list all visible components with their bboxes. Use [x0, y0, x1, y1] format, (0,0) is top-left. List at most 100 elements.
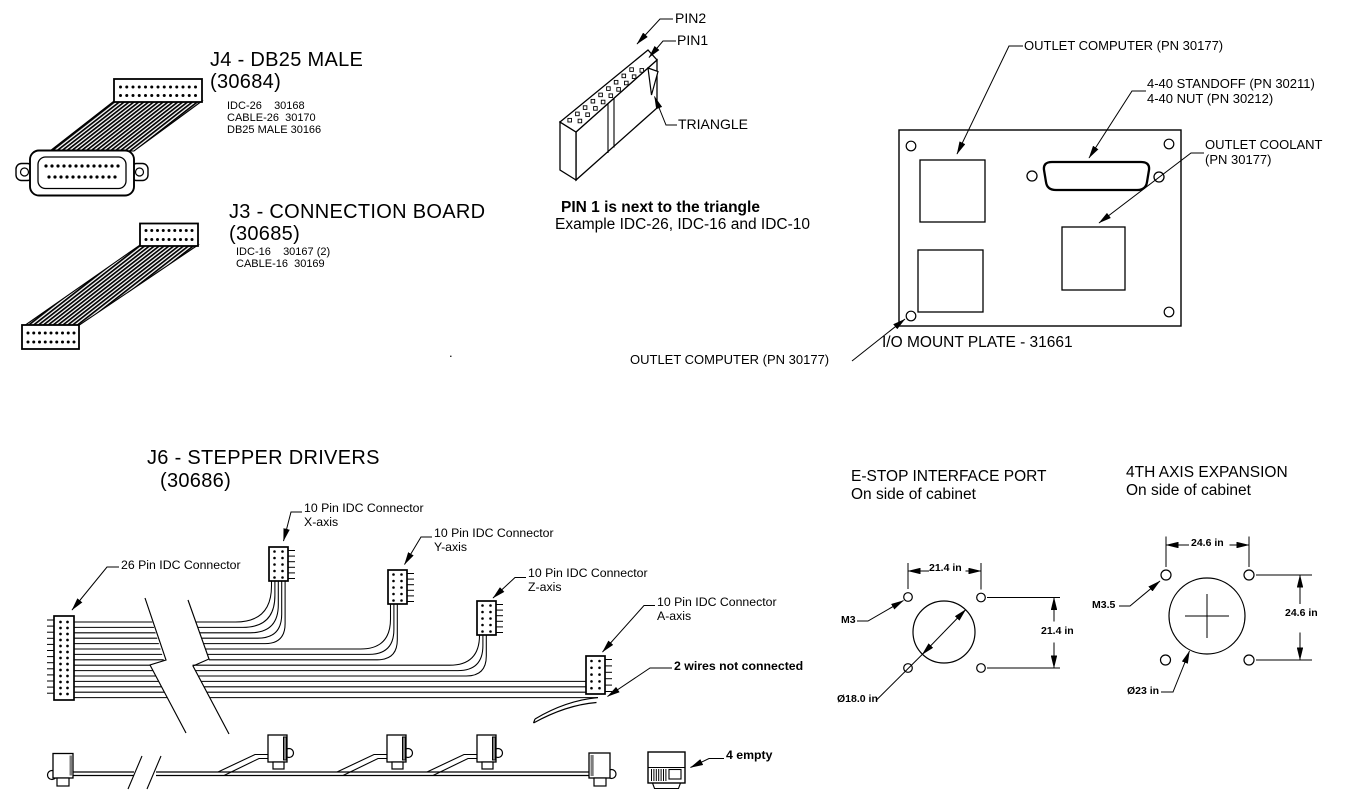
idc10-connector-z	[476, 600, 497, 636]
estop-dim-horizontal: 21.4 in	[929, 562, 962, 574]
estop-thread-leader	[857, 600, 904, 622]
estop-title: E-STOP INTERFACE PORT	[851, 468, 1047, 485]
j3-part-line: IDC-16 30167 (2)	[236, 246, 331, 258]
y-axis-leader	[404, 536, 432, 565]
outlet-cutout-right	[1061, 226, 1126, 291]
outlet-cutout-lower-left	[917, 249, 984, 313]
idc26-connector	[53, 615, 75, 701]
j4-title: J4 - DB25 MALE	[210, 49, 364, 71]
iso-key-slot	[607, 98, 615, 153]
pin-detail-leaders	[636, 18, 677, 126]
estop-hole-br	[976, 663, 986, 673]
j3-title: J3 - CONNECTION BOARD	[229, 201, 486, 223]
axis4-hole-bl	[1159, 654, 1172, 666]
axis4-bore-circle	[1168, 577, 1246, 655]
axis4-title: 4TH AXIS EXPANSION	[1126, 464, 1288, 481]
j3-idc16-connector-top	[139, 222, 199, 247]
conn26-label: 26 Pin IDC Connector	[121, 558, 241, 572]
coolant-leader	[1098, 152, 1204, 224]
empty-connector-skirt	[651, 782, 682, 790]
standoff-leader	[1088, 90, 1146, 159]
pin2-label: PIN2	[675, 10, 707, 26]
empty-connector-slot	[668, 768, 682, 780]
plate-hole-br	[1163, 306, 1175, 318]
z-axis-leader	[492, 577, 526, 599]
axis4-hole-br	[1243, 654, 1255, 666]
ribbon-break-line-right	[187, 599, 230, 735]
dsub-cutout	[1042, 160, 1151, 192]
z-axis-label: Z-axis	[528, 580, 562, 594]
right-terminal-shade	[590, 755, 594, 776]
j3-cable-drawing	[21, 222, 200, 350]
left-terminal-tab	[56, 777, 70, 787]
plate-leaders	[851, 45, 1204, 362]
estop-diameter-arrow-ne	[943, 609, 967, 633]
nut-label: 4-40 NUT (PN 30212)	[1147, 91, 1274, 106]
idc10-connector-a	[585, 655, 606, 695]
left-terminal-shade	[69, 755, 73, 776]
j3-part-number: (30685)	[229, 223, 301, 245]
j4-part-line: DB25 MALE 30166	[227, 124, 322, 136]
db25-left-ear-hole	[19, 167, 30, 177]
plate-hole-tr	[1163, 138, 1175, 150]
idc-isometric-drawing	[558, 18, 677, 182]
io-mount-plate-drawing	[851, 45, 1204, 362]
outlet-cutout-upper-left	[919, 159, 986, 223]
estop-dim-vertical: 21.4 in	[1041, 625, 1074, 637]
axis4-thread-leader	[1119, 580, 1161, 607]
j6-part-number: (30686)	[160, 470, 232, 492]
outlet-coolant-pn-label: (PN 30177)	[1205, 152, 1272, 167]
j4-cable-drawing	[15, 78, 204, 197]
empty-leader	[690, 758, 724, 768]
mid-terminals	[217, 734, 504, 776]
j3-part-line: CABLE-16 30169	[236, 258, 325, 270]
motor-harness-drawing	[46, 734, 724, 790]
right-terminal-tab	[593, 777, 607, 787]
iso-pin-squares	[567, 67, 645, 124]
triangle-leader	[654, 96, 677, 126]
estop-diameter-arrow-sw	[921, 631, 945, 655]
not-connected-leader	[607, 667, 672, 697]
j4-part-line: IDC-26 30168	[227, 100, 305, 112]
db25-shell	[29, 149, 135, 197]
triangle-mark	[647, 67, 659, 96]
estop-diameter-leader	[875, 654, 923, 701]
j4-part-line: CABLE-26 30170	[227, 112, 316, 124]
estop-ext-lines-right	[987, 597, 1060, 669]
connector-pin-dots	[26, 85, 612, 696]
idc10-connector-x	[268, 546, 289, 582]
triangle-label: TRIANGLE	[678, 116, 749, 132]
y-conn10-label: 10 Pin IDC Connector	[434, 526, 554, 540]
db25-face	[37, 156, 127, 190]
fourth-axis-drawing	[1119, 536, 1312, 693]
pin1-leader	[648, 40, 676, 58]
a-axis-leader	[602, 605, 655, 653]
unconnected-wires-tail	[532, 697, 599, 724]
j3-idc16-connector-bottom	[21, 324, 80, 350]
axis4-ext-lines-top	[1165, 536, 1250, 567]
outlet-computer-bottom-label: OUTLET COMPUTER (PN 30177)	[630, 352, 830, 367]
pin-note-line1: PIN 1 is next to the triangle	[561, 199, 760, 216]
dsub-screw-hole-right	[1153, 171, 1165, 183]
estop-bore-circle	[912, 600, 976, 664]
j6-title: J6 - STEPPER DRIVERS	[147, 447, 380, 469]
a-conn10-label: 10 Pin IDC Connector	[657, 595, 777, 609]
harness-wire	[73, 771, 589, 777]
x-axis-leader	[283, 511, 302, 542]
conn26-leader	[71, 566, 119, 611]
pin-note-line2: Example IDC-26, IDC-16 and IDC-10	[555, 216, 810, 233]
estop-diameter-label: Ø18.0 in	[837, 693, 878, 705]
estop-hole-tl	[903, 592, 913, 602]
estop-subtitle: On side of cabinet	[851, 486, 976, 503]
estop-hole-bl	[903, 663, 913, 673]
y-axis-label: Y-axis	[434, 540, 468, 554]
pin2-leader	[636, 18, 673, 45]
outlet-coolant-label: OUTLET COOLANT	[1205, 137, 1323, 152]
plate-hole-bl	[905, 310, 917, 322]
dsub-screw-hole-left	[1026, 170, 1038, 182]
plate-hole-tl	[905, 140, 917, 152]
axis4-subtitle: On side of cabinet	[1126, 482, 1251, 499]
z-conn10-label: 10 Pin IDC Connector	[528, 566, 648, 580]
